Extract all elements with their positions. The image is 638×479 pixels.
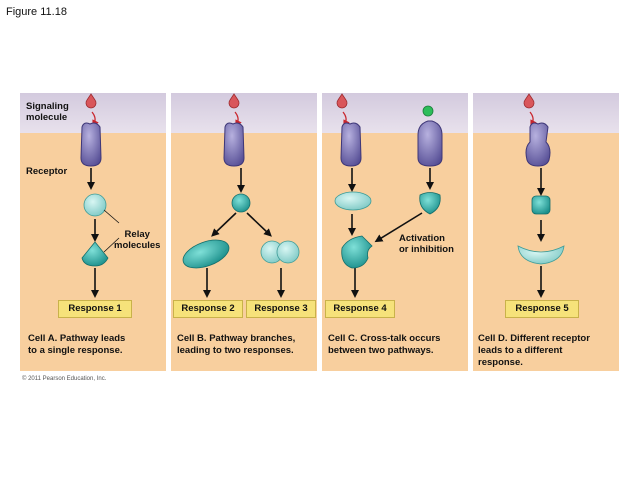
- response-1-box: Response 1: [58, 300, 132, 318]
- activation-label: Activation or inhibition: [399, 233, 454, 255]
- cell-b-panel: [171, 93, 317, 371]
- arrow-c-crosstalk: [374, 212, 423, 243]
- cell-a-panel: [20, 93, 166, 371]
- relay-c1: [334, 191, 372, 211]
- caption-cell-a: Cell A. Pathway leads to a single respon…: [28, 333, 126, 356]
- arrow-b3: [246, 212, 272, 237]
- arrow-b2: [211, 212, 237, 237]
- signal-molecule-b: [228, 93, 240, 109]
- signaling-molecule-label: Signaling molecule: [26, 101, 69, 123]
- relay-b2: [182, 239, 230, 269]
- receptor-c2: [417, 120, 443, 167]
- signal-molecule-c: [336, 93, 348, 109]
- relay-b1: [231, 193, 251, 213]
- relay-c3: [341, 235, 373, 269]
- receptor-b: [223, 122, 245, 167]
- relay-c2: [419, 192, 441, 215]
- response-2-box: Response 2: [173, 300, 243, 318]
- receptor-c1: [340, 122, 362, 167]
- relay-leader-1: [103, 209, 120, 224]
- relay-a2: [81, 241, 109, 267]
- signal-molecule-a: [85, 93, 97, 109]
- figure-label: Figure 11.18: [6, 6, 67, 18]
- caption-cell-d: Cell D. Different receptor leads to a di…: [478, 333, 590, 368]
- signal-molecule-d: [523, 93, 535, 109]
- response-5-box: Response 5: [505, 300, 579, 318]
- response-4-box: Response 4: [325, 300, 395, 318]
- copyright-notice: © 2011 Pearson Education, Inc.: [22, 376, 107, 382]
- caption-cell-b: Cell B. Pathway branches, leading to two…: [177, 333, 296, 356]
- receptor-d: [525, 122, 551, 167]
- green-signal-molecule: [422, 105, 434, 117]
- relay-leader-2: [103, 237, 120, 253]
- receptor-a: [80, 122, 102, 167]
- response-3-box: Response 3: [246, 300, 316, 318]
- caption-cell-c: Cell C. Cross-talk occurs between two pa…: [328, 333, 441, 356]
- relay-molecules-label: Relay molecules: [114, 229, 161, 251]
- cell-c-panel: [322, 93, 468, 371]
- receptor-label: Receptor: [26, 166, 68, 177]
- relay-d1: [531, 195, 551, 215]
- relay-a1: [83, 193, 107, 217]
- relay-d2: [517, 245, 565, 265]
- relay-b3: [260, 240, 300, 264]
